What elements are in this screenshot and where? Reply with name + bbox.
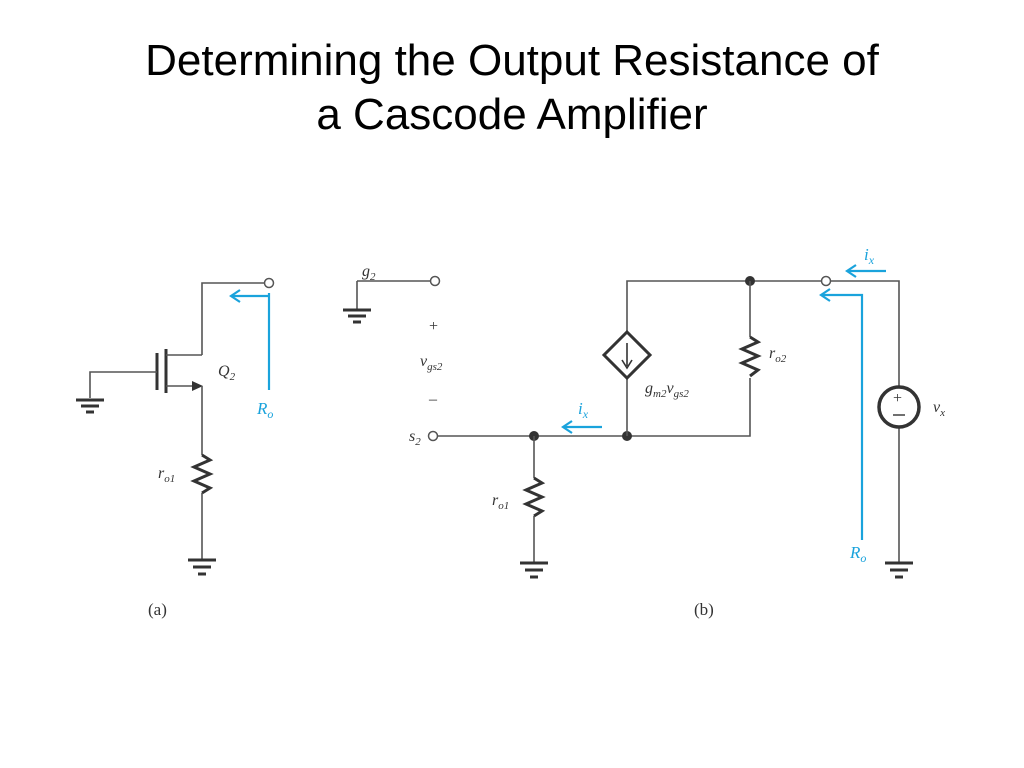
ro-arrow: [822, 293, 864, 540]
ix-arrowhead: [561, 420, 573, 434]
ro1-label: ro1: [158, 465, 175, 485]
ix-arrowhead: [845, 264, 857, 278]
ro2-label: ro2: [769, 345, 787, 365]
caption-b: (b): [694, 600, 714, 619]
minus-sign: –: [428, 391, 438, 408]
ground-icon: [520, 561, 548, 579]
g2-label: g2: [362, 263, 376, 283]
s2-label: s2: [409, 428, 421, 448]
arrow-down-icon: [621, 359, 633, 370]
figure-a: Q2 Ro ro1 (a): [76, 277, 275, 619]
ro-label: Ro: [849, 543, 866, 565]
ix-label-top: ix: [864, 245, 875, 267]
gm2-vgs2-label: gm2vgs2: [645, 380, 689, 400]
ro-label: Ro: [256, 399, 273, 421]
ro-arrowhead: [229, 289, 241, 303]
vx-label: vx: [933, 399, 945, 419]
resistor-ro2: [738, 335, 762, 378]
top-rail-wire: [626, 280, 822, 436]
ground-icon: [76, 398, 104, 414]
ix-label-middle: ix: [578, 399, 589, 421]
output-terminal: [263, 277, 275, 289]
gate-wire: [356, 280, 431, 310]
dependent-current-source: [601, 329, 653, 381]
resistor-ro1: [522, 476, 546, 518]
plus-sign: +: [893, 390, 902, 407]
voltage-source-vx: +: [877, 385, 921, 429]
g2-terminal: [429, 275, 441, 287]
q2-label: Q2: [218, 363, 236, 383]
title-line-1: Determining the Output Resistance of: [145, 36, 879, 85]
mosfet-q2-symbol: [155, 349, 203, 455]
resistor-ro1: [190, 453, 214, 495]
source-wire: [437, 378, 751, 437]
s2-terminal: [427, 430, 439, 442]
plus-sign: +: [429, 318, 438, 335]
ro-arrowhead: [819, 288, 831, 302]
slide-title: Determining the Output Resistance of a C…: [0, 34, 1024, 142]
ground-icon: [885, 561, 913, 579]
drain-wire: [201, 282, 265, 355]
vgs2-label: vgs2: [420, 353, 443, 373]
ro1-label: ro1: [492, 492, 509, 512]
caption-a: (a): [148, 600, 167, 619]
output-terminal: [820, 275, 832, 287]
title-line-2: a Cascode Amplifier: [316, 90, 708, 139]
ground-icon: [343, 308, 371, 324]
ground-icon: [188, 558, 216, 576]
gate-wire: [89, 371, 157, 398]
test-source-wire: [830, 280, 900, 563]
figure-b: g2 + vgs2 – s2 ix ro1: [343, 245, 945, 619]
